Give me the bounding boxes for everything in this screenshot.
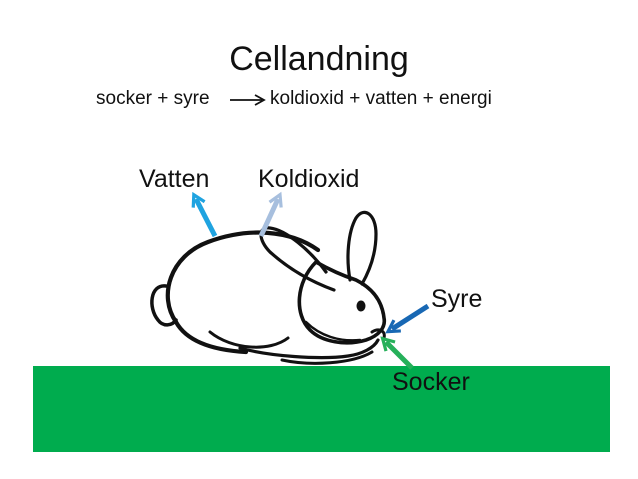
label-syre: Syre	[431, 285, 483, 313]
green-ground	[33, 366, 610, 452]
koldioxid-arrow-icon	[258, 191, 283, 238]
reaction-arrow-icon	[230, 94, 266, 106]
equation-products: koldioxid + vatten + energi	[270, 88, 492, 109]
label-koldioxid: Koldioxid	[258, 165, 360, 193]
label-socker: Socker	[392, 368, 470, 396]
equation-reactants: socker + syre	[96, 88, 210, 109]
label-vatten: Vatten	[139, 165, 210, 193]
rabbit-eye	[356, 300, 366, 312]
vatten-arrow-icon	[191, 191, 218, 238]
slide-title: Cellandning	[229, 40, 409, 78]
rabbit-icon	[150, 210, 387, 365]
syre-arrow-icon	[385, 303, 430, 334]
socker-arrow-icon	[380, 336, 414, 370]
